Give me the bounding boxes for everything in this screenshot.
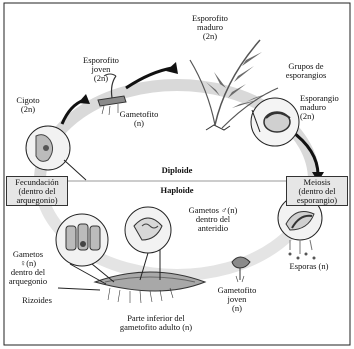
- label-adult-gametophyte-underside: Parte inferior del gametofito adulto (n): [104, 314, 208, 332]
- label-gametophyte-top: Gametofito (n): [114, 110, 164, 128]
- adult-gametophyte-underside: [95, 272, 205, 303]
- antheridium-detail: [125, 207, 171, 253]
- label-rhizoids: Rizoides: [16, 296, 58, 305]
- label-sporangia-groups: Grupos de esporangios: [270, 62, 342, 80]
- archegonium-detail: [56, 214, 108, 266]
- label-spores: Esporas (n): [278, 262, 340, 271]
- label-young-gametophyte: Gametofito joven (n): [212, 286, 262, 313]
- label-diploid: Diploide: [152, 166, 202, 175]
- mature-sporangium-detail: [251, 98, 299, 146]
- label-haploid: Haploide: [152, 186, 202, 195]
- label-young-sporophyte: Esporofito joven (2n): [76, 56, 126, 83]
- label-male-gametes: Gametos ♂(n) dentro del anteridio: [180, 206, 246, 233]
- label-zygote: Cigoto (2n): [8, 96, 48, 114]
- fertilization-box: Fecundación (dentro del arquegonio): [6, 176, 68, 206]
- label-mature-sporangium: Esporangio maduro (2n): [300, 94, 354, 121]
- meiosis-box: Meiosis (dentro del esporangio): [286, 176, 348, 206]
- label-female-gametes: Gametos ♀(n) dentro del arquegonio: [4, 250, 52, 286]
- zygote-detail: [26, 126, 70, 170]
- arrowhead-1: [78, 94, 90, 104]
- label-mature-sporophyte: Esporofito maduro (2n): [180, 14, 240, 41]
